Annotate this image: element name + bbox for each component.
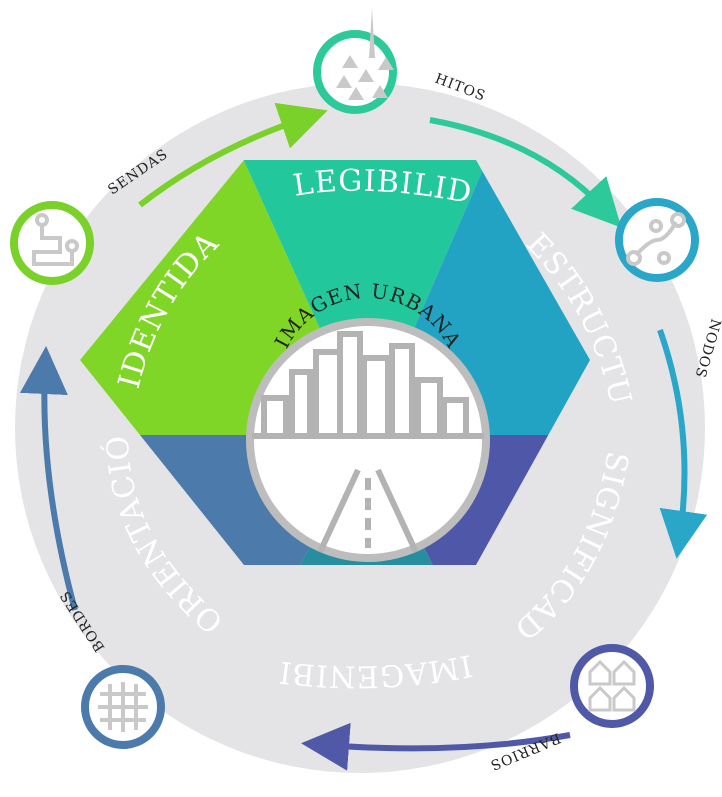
node-hitos (313, 8, 397, 114)
segment-legibilidad (230, 160, 500, 435)
landmark-icon (336, 8, 394, 100)
road-icon (317, 468, 419, 554)
center-emblem: IMAGEN URBANA (246, 279, 490, 562)
arrow-barrios-bordes (301, 722, 571, 771)
arrow-sendas-hitos (138, 102, 328, 208)
arrow-nodos-barrios (657, 329, 708, 559)
node-barrios (570, 644, 654, 728)
node-sendas (10, 201, 94, 285)
nodes-icon (626, 212, 686, 266)
node-bordes (81, 665, 165, 749)
grid-icon (98, 682, 148, 732)
path-icon (32, 213, 79, 266)
arrow-hitos-nodos (429, 117, 622, 228)
districts-icon (588, 659, 636, 712)
arrow-bordes-sendas (19, 346, 78, 611)
city-skyline-icon (252, 331, 484, 439)
node-nodos (615, 198, 699, 282)
label-nodos: NODOS (691, 317, 722, 380)
